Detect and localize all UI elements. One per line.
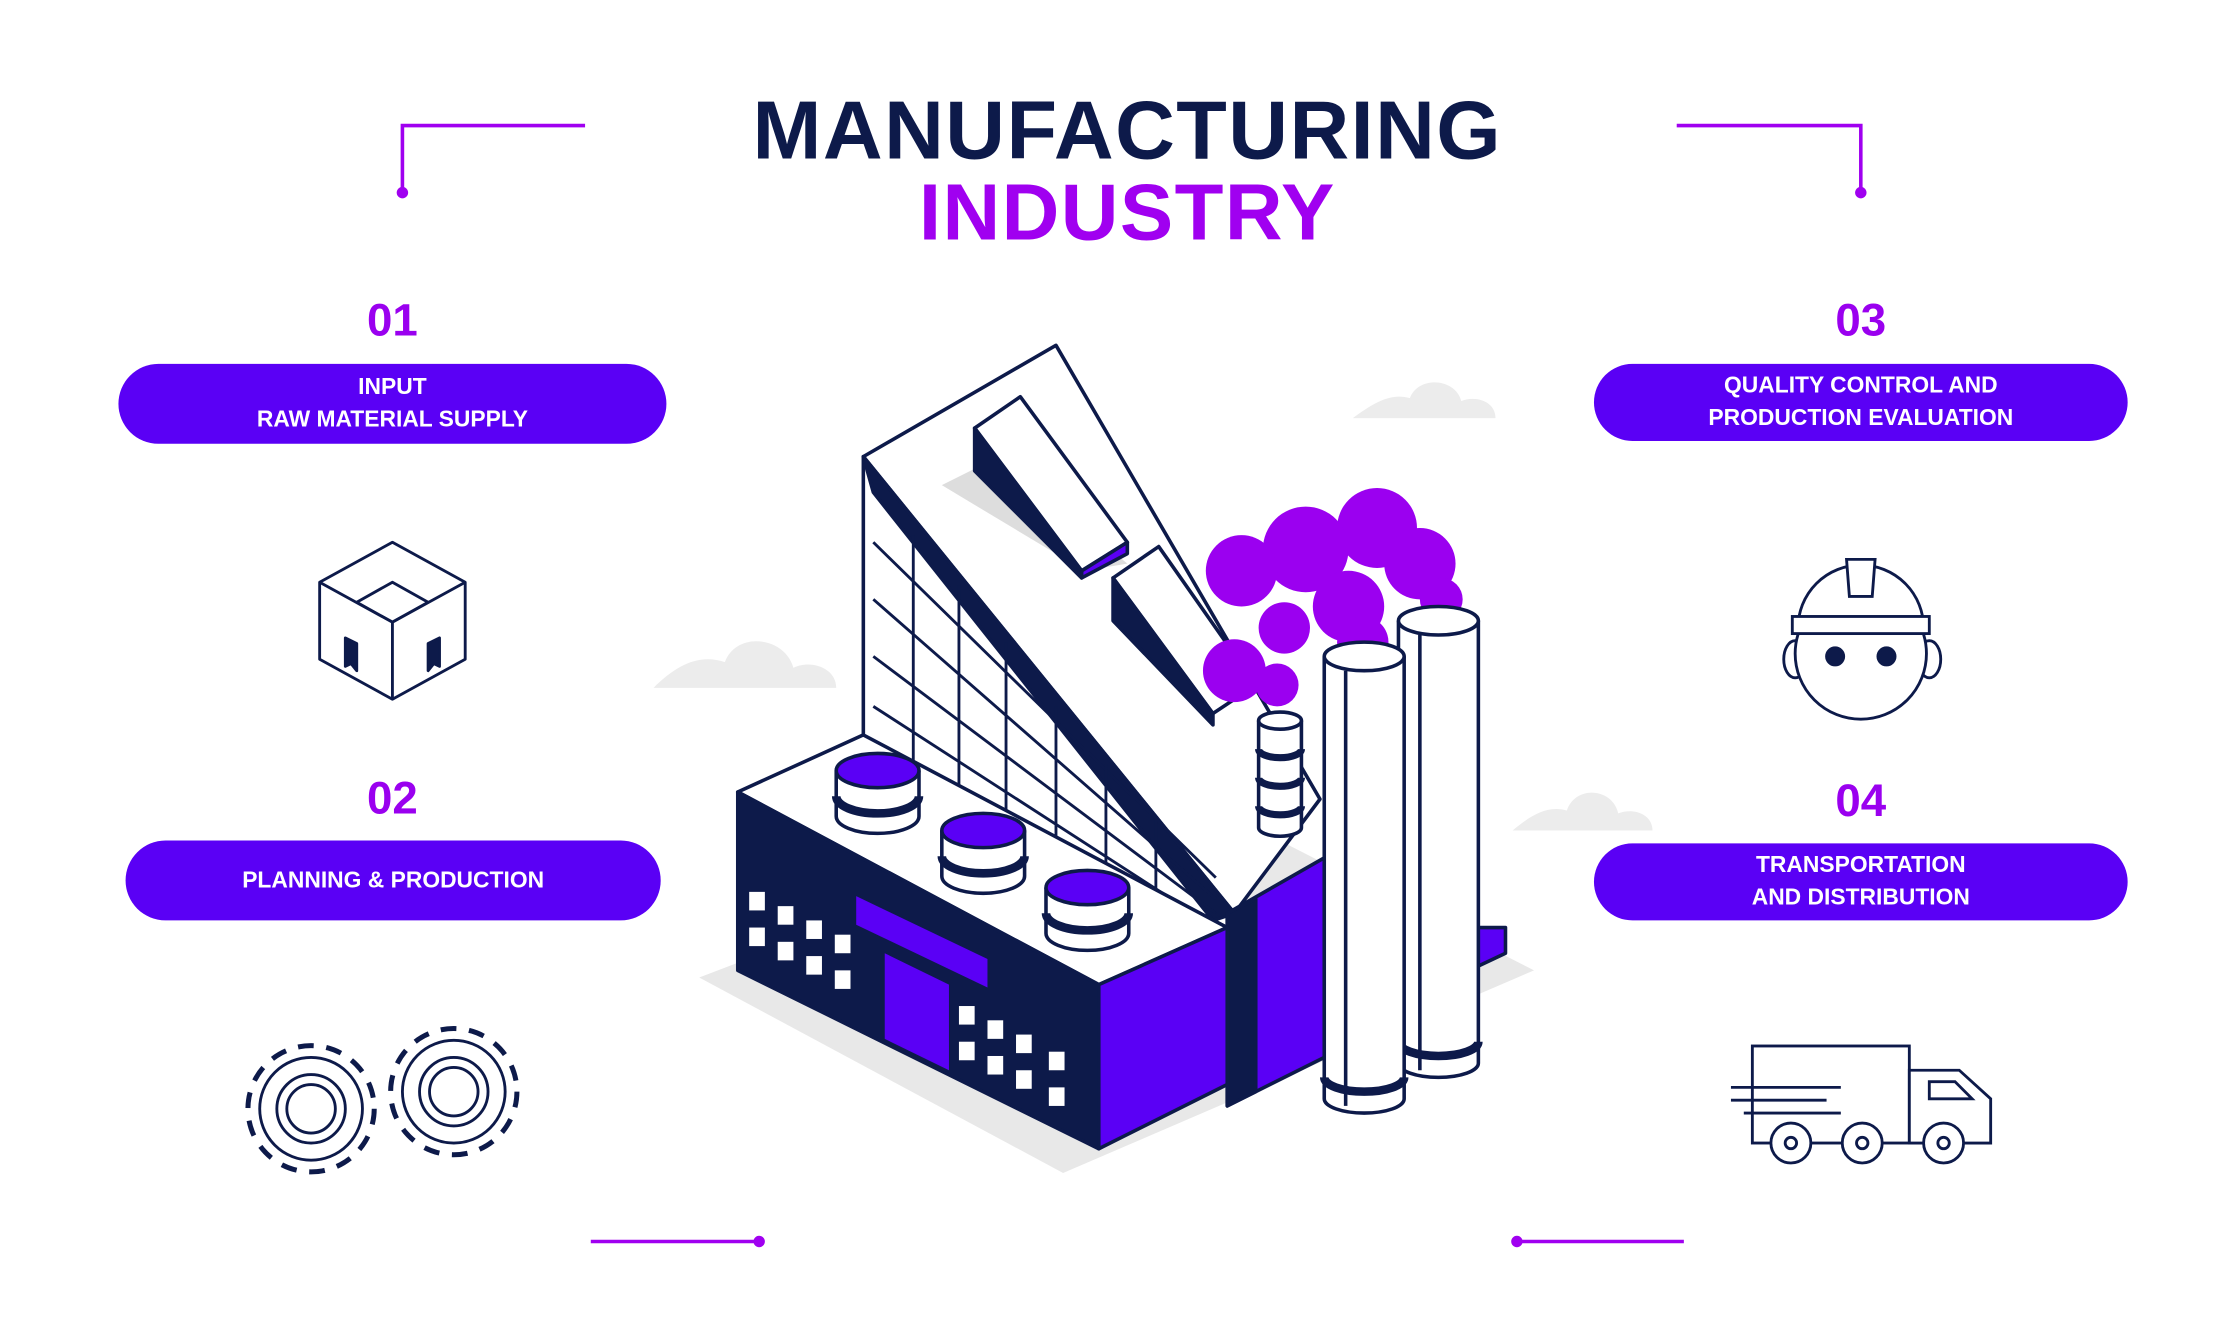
step-pill-04: TRANSPORTATION AND DISTRIBUTION — [1593, 843, 2128, 921]
smoke — [1202, 488, 1463, 707]
step-label-line2: PRODUCTION EVALUATION — [1708, 406, 2014, 431]
step-number-01: 01 — [367, 293, 418, 346]
cloud-icons — [653, 382, 1653, 831]
title-line-2: INDUSTRY — [918, 166, 1336, 257]
step-pill-03: QUALITY CONTROL AND PRODUCTION EVALUATIO… — [1593, 363, 2128, 441]
step-label-line2: RAW MATERIAL SUPPLY — [256, 408, 528, 433]
title-line-1: MANUFACTURING — [752, 84, 1503, 177]
step-number-02: 02 — [367, 772, 418, 824]
gears-icon — [245, 1026, 520, 1175]
step-label-line1: INPUT — [358, 375, 427, 400]
step-pill-01: INPUT RAW MATERIAL SUPPLY — [118, 363, 667, 444]
step-label-line2: AND DISTRIBUTION — [1751, 886, 1970, 911]
corner-brackets — [400, 123, 1863, 1244]
factory-illustration — [699, 343, 1535, 1173]
step-number-04: 04 — [1835, 774, 1887, 827]
step-label-line1: TRANSPORTATION — [1755, 853, 1966, 878]
step-number-03: 03 — [1835, 293, 1887, 346]
step-label-line1: QUALITY CONTROL AND — [1724, 373, 1998, 399]
step-pill-02: PLANNING & PRODUCTION — [125, 840, 661, 921]
box-icon — [318, 540, 467, 701]
step-label-line1: PLANNING & PRODUCTION — [242, 868, 545, 893]
worker-helmet-icon — [1782, 557, 1943, 721]
delivery-truck-icon — [1730, 1044, 1993, 1165]
